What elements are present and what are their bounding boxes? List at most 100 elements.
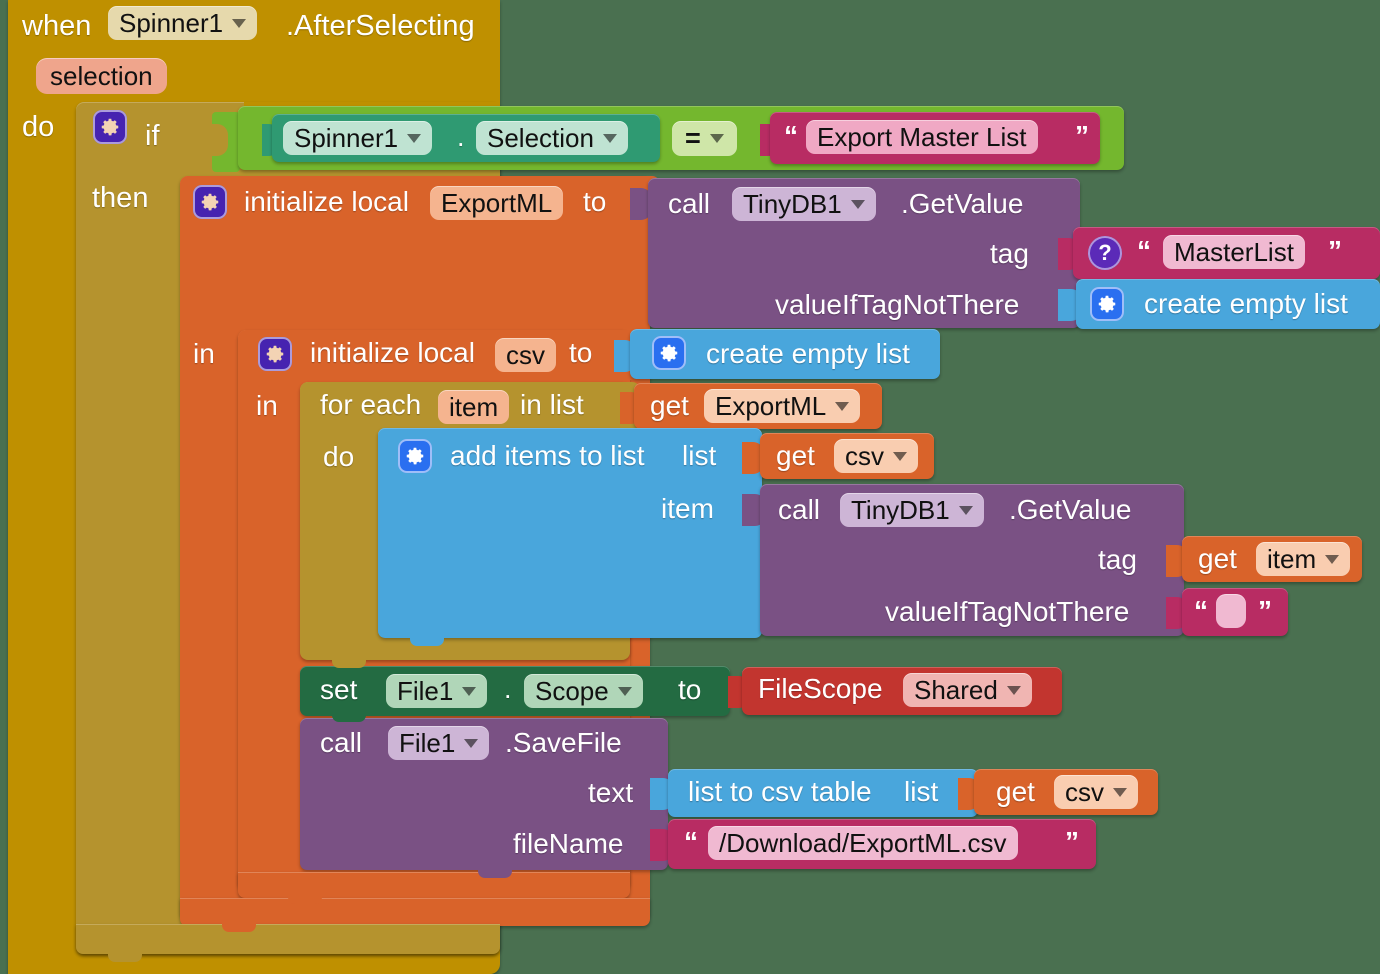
local-csv-to-label: to (569, 337, 593, 368)
event-component-dropdown[interactable]: Spinner1 (108, 6, 258, 40)
chevron-down-icon (1006, 685, 1021, 695)
property-getter-dot: . (457, 122, 465, 152)
get-csv-2-variable-name: csv (1065, 777, 1104, 807)
get-csv-2-variable-dropdown[interactable]: csv (1054, 775, 1138, 809)
if-bottom-notch (108, 950, 142, 962)
tinydb1-method-label: .GetValue (901, 188, 1024, 219)
open-quote: “ (784, 120, 798, 151)
local-csv-label: initialize local (310, 337, 475, 368)
local-exportml-in-label: in (193, 338, 215, 369)
filename-close-quote: ” (1065, 826, 1079, 857)
local-exportml-value-socket (630, 188, 652, 220)
tinydb1-component-dropdown[interactable]: TinyDB1 (732, 187, 876, 221)
question-icon[interactable]: ? (1088, 236, 1122, 270)
get-item-variable-name: item (1267, 544, 1317, 574)
add-items-mutator-gear-icon[interactable] (398, 439, 432, 473)
local-csv-mutator-gear-icon[interactable] (258, 337, 292, 371)
get-exportml-variable-name: ExportML (715, 391, 827, 421)
create-empty-list-1-label: create empty list (1144, 288, 1348, 319)
chevron-down-icon (602, 133, 617, 143)
list-block-list-to-csv-table[interactable] (668, 769, 978, 817)
event-component-name: Spinner1 (119, 8, 224, 38)
savefile-component-name: File1 (399, 728, 456, 758)
masterlist-close-quote: ” (1328, 235, 1342, 266)
create-empty-list-2-label: create empty list (706, 338, 910, 369)
list-block-create-empty-list-1[interactable] (1076, 279, 1380, 329)
local-exportml-name-field[interactable]: ExportML (430, 186, 564, 220)
setter-dot: . (504, 674, 512, 704)
text-value-filename[interactable]: /Download/ExportML.csv (708, 826, 1018, 860)
list-to-csv-list-socket-label: list (904, 776, 939, 807)
filescope-label: FileScope (758, 673, 883, 704)
for-each-variable-name: item (449, 392, 499, 422)
then-label: then (92, 182, 149, 214)
savefile-text-arg-label: text (588, 777, 634, 808)
filename-open-quote: “ (684, 826, 698, 857)
if-block-footer (76, 924, 500, 954)
chevron-down-icon (464, 738, 479, 748)
local-csv-header (238, 330, 638, 380)
text-value-empty[interactable] (1216, 594, 1246, 628)
local-exportml-mutator-gear-icon[interactable] (193, 185, 227, 219)
event-parameter-selection[interactable]: selection (36, 58, 167, 94)
event-do-label: do (22, 111, 55, 143)
get-exportml-label: get (650, 390, 689, 421)
setter-property-name: Scope (535, 676, 609, 706)
text-value-label: Export Master List (817, 122, 1027, 152)
chevron-down-icon (835, 401, 850, 411)
get-csv-1-variable-dropdown[interactable]: csv (834, 439, 918, 473)
setter-component-dropdown[interactable]: File1 (386, 674, 488, 708)
masterlist-open-quote: “ (1137, 235, 1151, 266)
chevron-down-icon (407, 133, 422, 143)
get-exportml-variable-dropdown[interactable]: ExportML (704, 389, 861, 423)
empty-text-open-quote: “ (1194, 595, 1208, 626)
text-value-masterlist[interactable]: MasterList (1163, 235, 1305, 269)
tinydb1-tag-arg-label: tag (990, 238, 1029, 269)
filescope-option-dropdown[interactable]: Shared (903, 673, 1032, 707)
add-items-bottom-notch (410, 634, 444, 646)
tinydb1-inner-component-name: TinyDB1 (851, 495, 950, 525)
tinydb1-valueiftagnotthere-arg-label: valueIfTagNotThere (775, 289, 1020, 320)
create-empty-list-1-mutator-gear-icon[interactable] (1090, 287, 1124, 321)
for-each-in-list-label: in list (520, 389, 584, 420)
savefile-bottom-notch (478, 866, 512, 878)
comparison-operator-dropdown[interactable]: = (672, 121, 737, 156)
chevron-down-icon (893, 451, 907, 461)
local-csv-name-field[interactable]: csv (495, 338, 556, 372)
create-empty-list-2-mutator-gear-icon[interactable] (652, 336, 686, 370)
chevron-down-icon (617, 686, 632, 696)
chevron-down-icon (709, 134, 724, 143)
list-block-add-items-to-list[interactable] (378, 428, 762, 638)
local-exportml-bottom-notch (222, 922, 256, 932)
comparison-operator-symbol: = (685, 123, 701, 153)
property-getter-property-dropdown[interactable]: Selection (476, 121, 628, 155)
tinydb1-inner-method-label: .GetValue (1009, 494, 1132, 525)
text-value-export-master-list[interactable]: Export Master List (806, 120, 1038, 154)
savefile-method-label: .SaveFile (505, 727, 622, 758)
add-items-list-arg-label: list (682, 440, 717, 471)
when-label: when (22, 10, 92, 42)
local-exportml-to-label: to (583, 186, 607, 217)
savefile-component-dropdown[interactable]: File1 (388, 726, 490, 760)
tinydb1-inner-component-dropdown[interactable]: TinyDB1 (840, 493, 984, 527)
add-items-item-arg-label: item (661, 493, 714, 524)
if-label: if (145, 120, 160, 152)
setter-block-file1-scope[interactable] (300, 666, 730, 716)
get-item-variable-dropdown[interactable]: item (1256, 542, 1351, 576)
tinydb1-inner-valueiftagnotthere-arg-label: valueIfTagNotThere (885, 596, 1130, 627)
for-each-variable-field[interactable]: item (438, 390, 510, 424)
if-mutator-gear-icon[interactable] (93, 110, 127, 144)
chevron-down-icon (1325, 554, 1340, 564)
chevron-down-icon (1113, 787, 1127, 797)
setter-to-label: to (678, 674, 702, 705)
tinydb1-component-name: TinyDB1 (743, 189, 842, 219)
local-exportml-header (180, 176, 660, 228)
setter-property-dropdown[interactable]: Scope (524, 674, 643, 708)
property-getter-component-dropdown[interactable]: Spinner1 (283, 121, 433, 155)
tinydb1-inner-tag-arg-label: tag (1098, 544, 1137, 575)
for-each-label: for each (320, 389, 422, 420)
local-csv-bottom-notch (288, 894, 322, 904)
if-socket-notch (212, 124, 228, 156)
event-name-label: .AfterSelecting (286, 10, 475, 42)
